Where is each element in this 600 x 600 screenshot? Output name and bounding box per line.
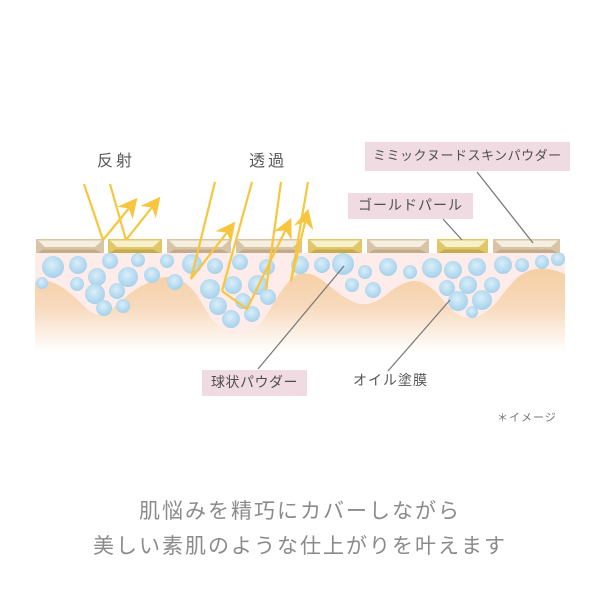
transmission-rays	[189, 181, 314, 311]
powder-sphere	[144, 267, 160, 283]
callout-spherical-powder: 球状パウダー	[202, 370, 307, 396]
powder-sphere	[200, 279, 220, 299]
powder-sphere	[102, 253, 118, 269]
powder-sphere	[472, 290, 492, 310]
powder-sphere	[232, 254, 248, 270]
powder-sphere	[379, 258, 397, 276]
powder-sphere	[131, 253, 145, 267]
powder-sphere	[69, 256, 87, 274]
powder-sphere	[36, 277, 48, 289]
leader-gold-pearl	[442, 218, 463, 241]
tan-plate	[236, 239, 302, 253]
tan-plate	[367, 239, 429, 253]
powder-sphere	[332, 253, 354, 275]
tan-plate	[493, 239, 560, 253]
incoming-ray	[82, 183, 105, 241]
gold-pearl-plate	[108, 239, 162, 253]
powder-sphere	[345, 278, 359, 292]
tan-plate	[36, 239, 104, 253]
leader-lines	[257, 171, 534, 372]
powder-sphere	[109, 283, 125, 299]
caption-line1: 肌悩みを精巧にカバーしながら	[139, 499, 461, 523]
powder-sphere	[358, 265, 372, 279]
powder-sphere	[235, 293, 251, 309]
powder-sphere	[209, 297, 227, 315]
scattered-arrow	[221, 218, 292, 311]
transmitted-arrow	[189, 181, 236, 280]
powder-sphere	[244, 306, 260, 322]
powder-sphere	[468, 258, 486, 276]
caption-line2: 美しい素肌のような仕上がりを叶えます	[93, 534, 507, 558]
gold-pearl-plate	[308, 239, 362, 253]
leader-oil-film	[387, 299, 451, 372]
transmission-label: 透過	[249, 151, 288, 170]
callout-oil-film: オイル塗膜	[353, 373, 428, 389]
powder-sphere	[224, 276, 242, 294]
powder-sphere	[515, 258, 529, 272]
incoming-ray	[108, 183, 128, 241]
powder-sphere	[88, 268, 106, 286]
powder-sphere	[551, 252, 565, 266]
gold-pearl-plate	[437, 239, 488, 253]
reflection-rays	[82, 183, 161, 241]
powder-sphere	[403, 265, 417, 279]
powder-sphere	[448, 291, 468, 311]
transmitted-arrow	[289, 181, 314, 282]
powder-sphere	[70, 277, 84, 291]
powder-sphere	[118, 267, 138, 287]
callout-gold-pearl: ゴールドパール	[348, 193, 473, 219]
powder-sphere	[96, 300, 112, 316]
powder-sphere	[535, 255, 549, 269]
powder-sphere	[314, 257, 330, 273]
skin-layer	[35, 268, 565, 352]
powder-sphere	[116, 299, 130, 313]
powder-sphere	[439, 280, 455, 296]
callout-mimic-powder: ミミックヌードスキンパウダー	[365, 142, 570, 171]
leader-spherical-powder	[257, 265, 345, 370]
powder-sphere	[222, 310, 240, 328]
powder-sphere	[459, 276, 477, 294]
reflected-arrow	[102, 197, 138, 241]
powder-sphere	[422, 258, 442, 278]
powder-sphere	[444, 261, 462, 279]
powder-sphere	[167, 274, 183, 290]
caption: 肌悩みを精巧にカバーしながら 美しい素肌のような仕上がりを叶えます	[0, 494, 600, 564]
powder-sphere	[260, 289, 276, 305]
leader-mimic-powder	[476, 171, 534, 244]
powder-sphere	[207, 258, 223, 274]
powder-sphere	[494, 256, 512, 274]
incoming-ray	[220, 181, 254, 292]
powder-sphere	[466, 306, 478, 318]
incoming-ray	[264, 181, 283, 291]
reflected-arrow	[125, 196, 161, 241]
reflection-label: 反射	[97, 151, 136, 170]
powder-sphere	[484, 277, 500, 293]
powder-sphere	[85, 284, 105, 304]
powder-sphere	[365, 282, 381, 298]
powder-sphere	[160, 254, 174, 268]
powder-sphere	[42, 256, 64, 278]
image-disclaimer-note: ＊イメージ	[497, 411, 557, 424]
